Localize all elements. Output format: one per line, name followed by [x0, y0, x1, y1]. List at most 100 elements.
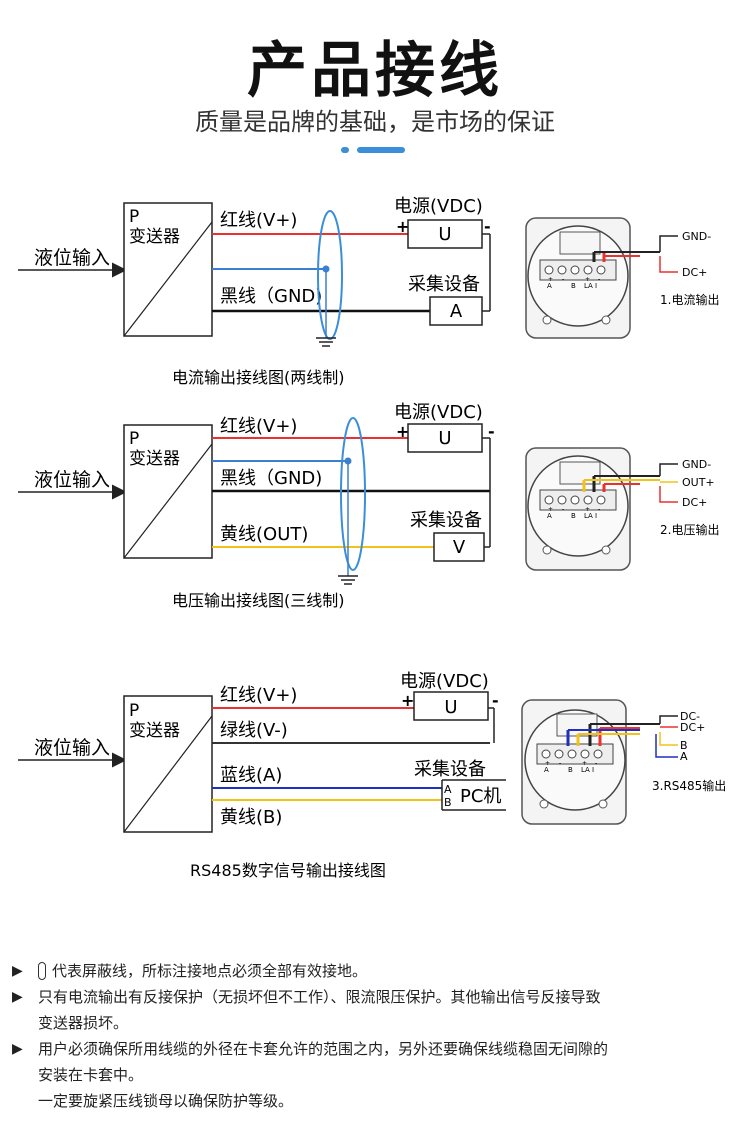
d2-transmitter-p: P	[129, 429, 139, 449]
d3-term-4: +	[545, 760, 550, 767]
d2-photo-label-gnd: GND-	[682, 458, 711, 471]
d2-term-7: -	[598, 506, 600, 513]
d2-power-symbol: U	[438, 428, 451, 449]
notes-list: ▶ 代表屏蔽线，所标注接地点必须全部有效接地。 ▶ 只有电流输出有反接保护（无损…	[12, 958, 742, 1114]
d1-term-2: LA	[584, 282, 593, 290]
d2-photo-caption: 2.电压输出	[660, 522, 719, 537]
d3-term-5: -	[559, 760, 561, 767]
d2-minus: -	[488, 422, 495, 441]
d1-power-symbol: U	[438, 224, 451, 245]
d1-photo-label-gnd: GND-	[682, 230, 711, 243]
page-title: 产品接线	[247, 36, 503, 106]
diagram-current-output: 液位输入 P 变送器 红线(V+) 黑线（GND) 电源(VDC) + - U …	[18, 196, 719, 387]
d3-power-box	[413, 691, 489, 721]
d2-term-3: I	[595, 512, 597, 520]
d2-device-symbol: V	[453, 537, 466, 558]
d2-term-0: A	[547, 512, 552, 520]
d1-power-box	[407, 219, 483, 249]
d2-wire-black-label: 黑线（GND)	[220, 468, 322, 489]
d1-term-4: +	[548, 276, 553, 283]
d3-photo-label-a: A	[680, 750, 688, 763]
d3-transmitter-name: 变送器	[129, 721, 180, 741]
d1-transmitter-name: 变送器	[129, 227, 180, 247]
d1-device-symbol: A	[450, 301, 463, 322]
d2-wire-red-label: 红线(V+)	[220, 416, 297, 437]
d1-term-0: A	[547, 282, 552, 290]
note-1-text: 代表屏蔽线，所标注接地点必须全部有效接地。	[52, 962, 368, 980]
d3-plus: +	[401, 691, 414, 710]
diagram-rs485-output: 液位输入 P 变送器 红线(V+) 绿线(V-) 蓝线(A) 黄线(B) 电源(…	[18, 671, 726, 880]
d1-photo-label-dc: DC+	[682, 266, 707, 279]
triangle-right-icon: ▶	[12, 1041, 23, 1057]
page-subtitle: 质量是品牌的基础，是市场的保证	[195, 108, 555, 136]
d1-photo-caption: 1.电流输出	[660, 292, 719, 307]
d1-input-label: 液位输入	[34, 247, 110, 269]
d2-device-label: 采集设备	[410, 510, 482, 531]
d3-wire-red-label: 红线(V+)	[220, 685, 297, 706]
triangle-right-icon: ▶	[12, 963, 23, 979]
d3-photo-label-b: B	[680, 739, 688, 752]
d1-wire-red-label: 红线(V+)	[220, 210, 297, 231]
d2-photo-label-out: OUT+	[682, 476, 715, 489]
d3-photo-caption: 3.RS485输出	[652, 778, 726, 793]
d2-input-label: 液位输入	[34, 469, 110, 491]
note-item-shield: ▶ 代表屏蔽线，所标注接地点必须全部有效接地。	[12, 958, 742, 984]
d1-term-7: -	[598, 276, 600, 283]
d3-term-2: LA	[581, 766, 590, 774]
d3-term-6: +	[582, 760, 587, 767]
d3-transmitter-box	[123, 695, 213, 833]
d1-term-5: -	[562, 276, 564, 283]
d3-pc-b: B	[444, 796, 452, 809]
shield-wire-icon	[38, 962, 46, 980]
d1-terminal-photo: A B LA I + - + -	[525, 217, 678, 339]
d1-wire-black-label: 黑线（GND)	[220, 286, 322, 307]
d2-wire-yellow-label: 黄线(OUT)	[220, 524, 308, 545]
note-3-line1: 用户必须确保所用线缆的外径在卡套允许的范围之内，另外还要确保线缆稳固无间隙的	[38, 1040, 609, 1058]
d3-wire-yellow-label: 黄线(B)	[220, 807, 282, 828]
note-item-cable: ▶ 用户必须确保所用线缆的外径在卡套允许的范围之内，另外还要确保线缆稳固无间隙的	[12, 1036, 742, 1062]
d2-shield-icon	[340, 417, 366, 571]
d3-pc-label: PC机	[460, 786, 501, 807]
d2-plus: +	[396, 422, 409, 441]
note-2-line1: 只有电流输出有反接保护（无损坏但不工作）、限流限压保护。其他输出信号反接导致	[38, 988, 601, 1006]
d2-terminal-photo: A B LA I + - + -	[525, 447, 678, 571]
d2-term-5: -	[562, 506, 564, 513]
wiring-diagrams: 液位输入 P 变送器 红线(V+) 黑线（GND) 电源(VDC) + - U …	[18, 196, 726, 880]
d3-term-0: A	[544, 766, 549, 774]
d2-term-4: +	[548, 506, 553, 513]
note-2-line2: 变送器损坏。	[38, 1014, 129, 1032]
d3-transmitter-p: P	[129, 701, 139, 721]
d3-wire-green-label: 绿线(V-)	[220, 720, 288, 741]
triangle-right-icon: ▶	[12, 989, 23, 1005]
d2-caption: 电压输出接线图(三线制)	[172, 591, 345, 610]
d1-device-box	[429, 296, 483, 326]
d1-term-6: +	[585, 276, 590, 283]
d1-minus: -	[484, 217, 491, 236]
d2-term-2: LA	[584, 512, 593, 520]
d3-caption: RS485数字信号输出接线图	[190, 861, 386, 880]
d2-power-box	[407, 423, 483, 453]
d2-term-1: B	[571, 512, 576, 520]
note-3-line2: 安装在卡套中。	[38, 1066, 144, 1084]
d1-term-1: B	[571, 282, 576, 290]
d3-power-label: 电源(VDC)	[400, 671, 489, 692]
d1-device-label: 采集设备	[408, 274, 480, 295]
diagram-voltage-output: 液位输入 P 变送器 红线(V+) 黑线（GND) 黄线(OUT) 电源(VDC…	[18, 402, 719, 610]
d1-term-3: I	[595, 282, 597, 290]
d3-term-1: B	[568, 766, 573, 774]
d2-term-6: +	[585, 506, 590, 513]
d1-plus: +	[396, 217, 409, 236]
d3-wire-blue-label: 蓝线(A)	[220, 765, 282, 786]
d2-power-label: 电源(VDC)	[394, 402, 483, 423]
d1-caption: 电流输出接线图(两线制)	[172, 368, 345, 387]
d3-photo-label-dcp: DC+	[680, 721, 705, 734]
d1-transmitter-diagonal	[123, 221, 213, 337]
d3-power-symbol: U	[444, 697, 457, 718]
d2-transmitter-name: 变送器	[129, 449, 180, 469]
accent-bar	[357, 147, 405, 153]
note-3-line3: 一定要旋紧压线锁母以确保防护等级。	[38, 1092, 294, 1110]
d2-transmitter-box	[123, 424, 213, 559]
d3-pc-a: A	[444, 783, 452, 796]
d1-shield-icon	[317, 210, 343, 340]
d1-power-label: 电源(VDC)	[394, 196, 483, 217]
